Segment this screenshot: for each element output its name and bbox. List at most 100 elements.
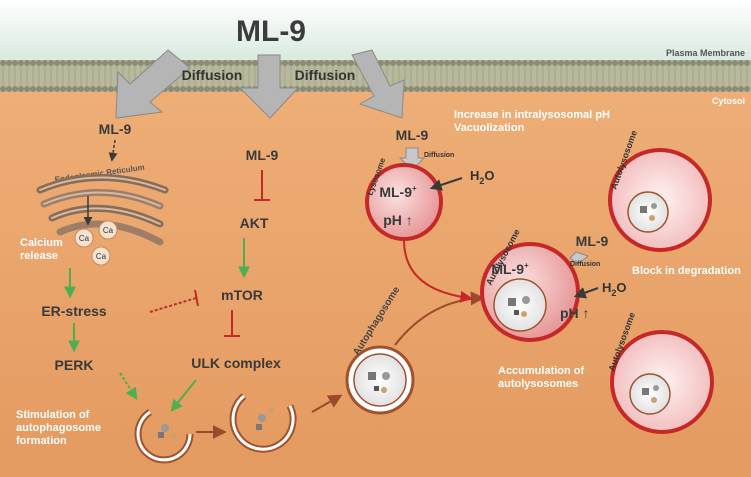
lipid-head xyxy=(612,60,618,66)
lipid-head xyxy=(192,60,198,66)
lipid-head xyxy=(732,86,738,92)
lipid-head xyxy=(648,60,654,66)
lipid-head xyxy=(726,60,732,66)
lipid-head xyxy=(528,86,534,92)
lipid-head xyxy=(438,60,444,66)
lipid-head xyxy=(174,86,180,92)
lipid-head xyxy=(450,86,456,92)
lipid-head xyxy=(666,86,672,92)
lipid-head xyxy=(588,60,594,66)
lipid-head xyxy=(78,60,84,66)
accumulation-label-2: autolysosomes xyxy=(498,378,578,390)
lipid-head xyxy=(12,60,18,66)
diffusion-arrow-left xyxy=(115,49,191,119)
lipid-head xyxy=(450,60,456,66)
bottom-right-autolysosome xyxy=(610,330,714,434)
lipid-head xyxy=(564,86,570,92)
lipid-head xyxy=(498,60,504,66)
lipid-head xyxy=(204,86,210,92)
lipid-head xyxy=(510,86,516,92)
ml9-left-label: ML-9 xyxy=(99,121,132,137)
lipid-head xyxy=(534,60,540,66)
lipid-head xyxy=(180,86,186,92)
lipid-head xyxy=(636,60,642,66)
lipid-head xyxy=(102,60,108,66)
lipid-head xyxy=(426,60,432,66)
lysosome-diffusion-label: Diffusion xyxy=(424,152,454,159)
lipid-head xyxy=(690,60,696,66)
autolysosome-diffusion-label: Diffusion xyxy=(570,261,600,268)
lipid-head xyxy=(198,60,204,66)
perk-label: PERK xyxy=(55,357,94,373)
lipid-head xyxy=(306,60,312,66)
lipid-head xyxy=(672,86,678,92)
lipid-head xyxy=(648,86,654,92)
ca-ion-3: Ca xyxy=(96,252,107,261)
lipid-head xyxy=(186,86,192,92)
lipid-head xyxy=(18,60,24,66)
lipid-head xyxy=(576,86,582,92)
diffusion-arrow-right xyxy=(351,49,405,119)
lipid-head xyxy=(42,60,48,66)
lipid-head xyxy=(696,86,702,92)
lipid-head xyxy=(384,60,390,66)
lipid-head xyxy=(360,86,366,92)
lipid-head xyxy=(534,86,540,92)
lipid-head xyxy=(630,60,636,66)
lipid-head xyxy=(42,86,48,92)
lipid-head xyxy=(408,86,414,92)
lipid-head xyxy=(228,60,234,66)
central-ph-label: pH ↑ xyxy=(560,305,590,321)
lipid-head xyxy=(330,86,336,92)
lipid-head xyxy=(576,60,582,66)
lipid-head xyxy=(678,86,684,92)
diffusion-label-left: Diffusion xyxy=(182,67,243,83)
lipid-head xyxy=(312,86,318,92)
lysosome xyxy=(365,163,443,241)
lipid-head xyxy=(480,86,486,92)
extracellular-space xyxy=(0,0,751,60)
lipid-head xyxy=(654,60,660,66)
lipid-head xyxy=(336,86,342,92)
lipid-head xyxy=(564,60,570,66)
lipid-head xyxy=(642,60,648,66)
lipid-head xyxy=(66,60,72,66)
lipid-head xyxy=(708,86,714,92)
lipid-head xyxy=(474,60,480,66)
lipid-head xyxy=(324,86,330,92)
lipid-head xyxy=(486,60,492,66)
lipid-head xyxy=(126,60,132,66)
lipid-head xyxy=(312,60,318,66)
ulk-to-autophagy-arrow xyxy=(170,379,197,412)
lipid-head xyxy=(240,60,246,66)
lipid-head xyxy=(618,86,624,92)
lipid-head xyxy=(84,86,90,92)
lipid-head xyxy=(84,60,90,66)
h2o-label-2: H2O xyxy=(602,280,627,298)
lipid-head xyxy=(132,60,138,66)
lipid-head xyxy=(462,86,468,92)
lipid-head xyxy=(738,86,744,92)
h2o-influx-arrow-2 xyxy=(573,287,599,299)
lipid-head xyxy=(714,86,720,92)
lipid-head xyxy=(636,86,642,92)
lipid-head xyxy=(672,60,678,66)
lipid-head xyxy=(654,86,660,92)
lipid-head xyxy=(684,60,690,66)
lipid-head xyxy=(300,86,306,92)
block-degradation-label: Block in degradation xyxy=(632,265,741,277)
lipid-head xyxy=(318,60,324,66)
lipid-head xyxy=(606,60,612,66)
stimulation-label-2: autophagosome xyxy=(16,422,101,434)
lipid-head xyxy=(336,60,342,66)
lipid-head xyxy=(108,86,114,92)
lipid-head xyxy=(528,60,534,66)
lipid-head xyxy=(720,60,726,66)
lipid-head xyxy=(600,60,606,66)
lipid-head xyxy=(732,60,738,66)
lipid-head xyxy=(468,86,474,92)
er-stress-label: ER-stress xyxy=(41,303,107,319)
lipid-head xyxy=(234,60,240,66)
lipid-head xyxy=(30,86,36,92)
lipid-head xyxy=(324,60,330,66)
